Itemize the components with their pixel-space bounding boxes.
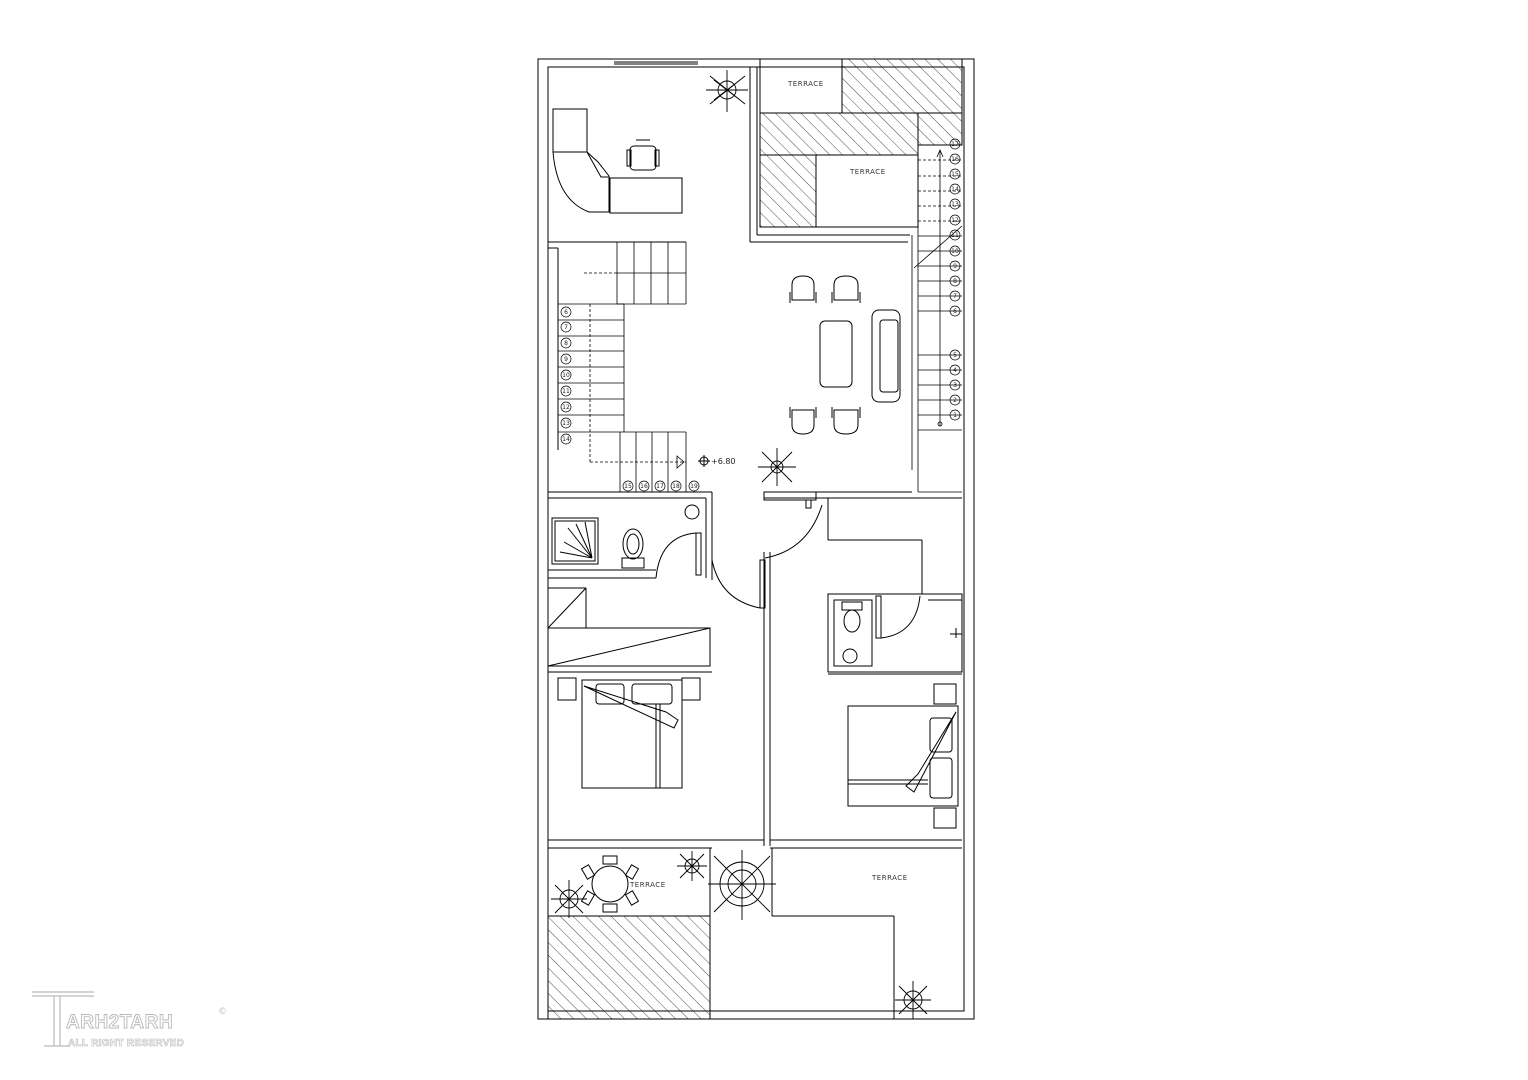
step-number: 3 xyxy=(953,382,957,389)
large-tree xyxy=(708,850,776,920)
potted-plant xyxy=(706,70,748,112)
step-number: 12 xyxy=(951,217,959,224)
hatched-roof-left xyxy=(759,154,817,228)
terrace-label: TERRACE xyxy=(629,881,666,889)
inner-wall xyxy=(547,66,965,1012)
toilet xyxy=(841,601,863,633)
corridor-door xyxy=(711,499,823,609)
step-number: 18 xyxy=(672,483,680,490)
watermark-copyright: © xyxy=(218,1007,227,1017)
step-number: 6 xyxy=(953,308,957,315)
step-number: 11 xyxy=(951,232,959,239)
potted-plant xyxy=(758,448,796,486)
step-number: 7 xyxy=(564,324,568,331)
coffee-table xyxy=(819,320,853,388)
bathroom-inner xyxy=(833,599,873,667)
step-number: 10 xyxy=(951,248,959,255)
step-number: 9 xyxy=(564,356,568,363)
hatched-roof-middle xyxy=(759,112,919,156)
level-marker xyxy=(698,455,710,467)
terrace-inner-box xyxy=(815,154,919,228)
step-number: 15 xyxy=(951,171,959,178)
tap xyxy=(950,628,962,638)
top-window xyxy=(614,61,698,65)
armchair xyxy=(789,407,817,435)
outer-wall xyxy=(537,58,975,1020)
shower-tray xyxy=(551,517,599,565)
round-table-with-chairs xyxy=(580,855,640,913)
step-number: 17 xyxy=(951,141,959,148)
washbasin xyxy=(684,504,700,520)
step-number: 7 xyxy=(953,293,957,300)
bathroom-door xyxy=(875,595,921,639)
step-number: 17 xyxy=(656,483,664,490)
left-stair-main-flight xyxy=(558,303,686,462)
wardrobe-diagonal xyxy=(547,627,711,667)
step-number: 5 xyxy=(953,352,957,359)
right-stair xyxy=(911,113,963,493)
left-stair-top-flight xyxy=(584,242,687,305)
step-number: 8 xyxy=(564,340,568,347)
watermark-logo xyxy=(32,991,94,1047)
step-number: 9 xyxy=(953,263,957,270)
step-number: 14 xyxy=(951,186,959,193)
potted-plant xyxy=(895,981,931,1019)
step-number: 15 xyxy=(624,483,632,490)
l-shaped-desk xyxy=(552,108,683,214)
terrace-label: TERRACE xyxy=(849,168,886,176)
left-stair-bottom-flight xyxy=(590,432,687,492)
sofa xyxy=(871,309,901,403)
double-bed xyxy=(557,677,701,789)
step-number: 6 xyxy=(564,309,568,316)
bathroom-door xyxy=(655,532,702,579)
double-bed xyxy=(847,683,959,829)
step-number: 1 xyxy=(953,412,957,419)
terrace-label: TERRACE xyxy=(871,874,908,882)
wall-segment xyxy=(547,587,587,629)
toilet xyxy=(621,528,645,569)
step-number: 16 xyxy=(951,156,959,163)
bathroom-room xyxy=(827,593,963,673)
watermark-subtitle: ALL RIGHT RESERVED xyxy=(68,1038,184,1049)
armchair xyxy=(831,275,861,303)
armchair xyxy=(831,407,861,435)
step-number: 12 xyxy=(562,404,570,411)
potted-plant xyxy=(677,851,707,881)
wardrobe xyxy=(547,627,711,667)
step-number-circles xyxy=(560,138,961,492)
step-number: 13 xyxy=(951,201,959,208)
armchair xyxy=(789,275,817,303)
step-number: 10 xyxy=(562,372,570,379)
step-number: 11 xyxy=(562,388,570,395)
step-number: 14 xyxy=(562,436,570,443)
washbasin xyxy=(842,648,858,664)
door-leaf xyxy=(763,491,817,501)
hatched-roof-top-right xyxy=(841,58,963,114)
step-number: 16 xyxy=(640,483,648,490)
hatched-roof-right xyxy=(917,112,963,146)
potted-plant xyxy=(551,880,587,918)
office-chair xyxy=(626,139,660,171)
step-number: 19 xyxy=(690,483,698,490)
terrace-label: TERRACE xyxy=(787,80,824,88)
level-label: +6.80 xyxy=(711,457,736,466)
watermark-name: ARH2TARH xyxy=(66,1012,173,1033)
hatched-roof-bottom-left xyxy=(547,915,711,1020)
step-number: 2 xyxy=(953,397,957,404)
step-number: 4 xyxy=(953,367,957,374)
step-number: 8 xyxy=(953,278,957,285)
step-number: 13 xyxy=(562,420,570,427)
